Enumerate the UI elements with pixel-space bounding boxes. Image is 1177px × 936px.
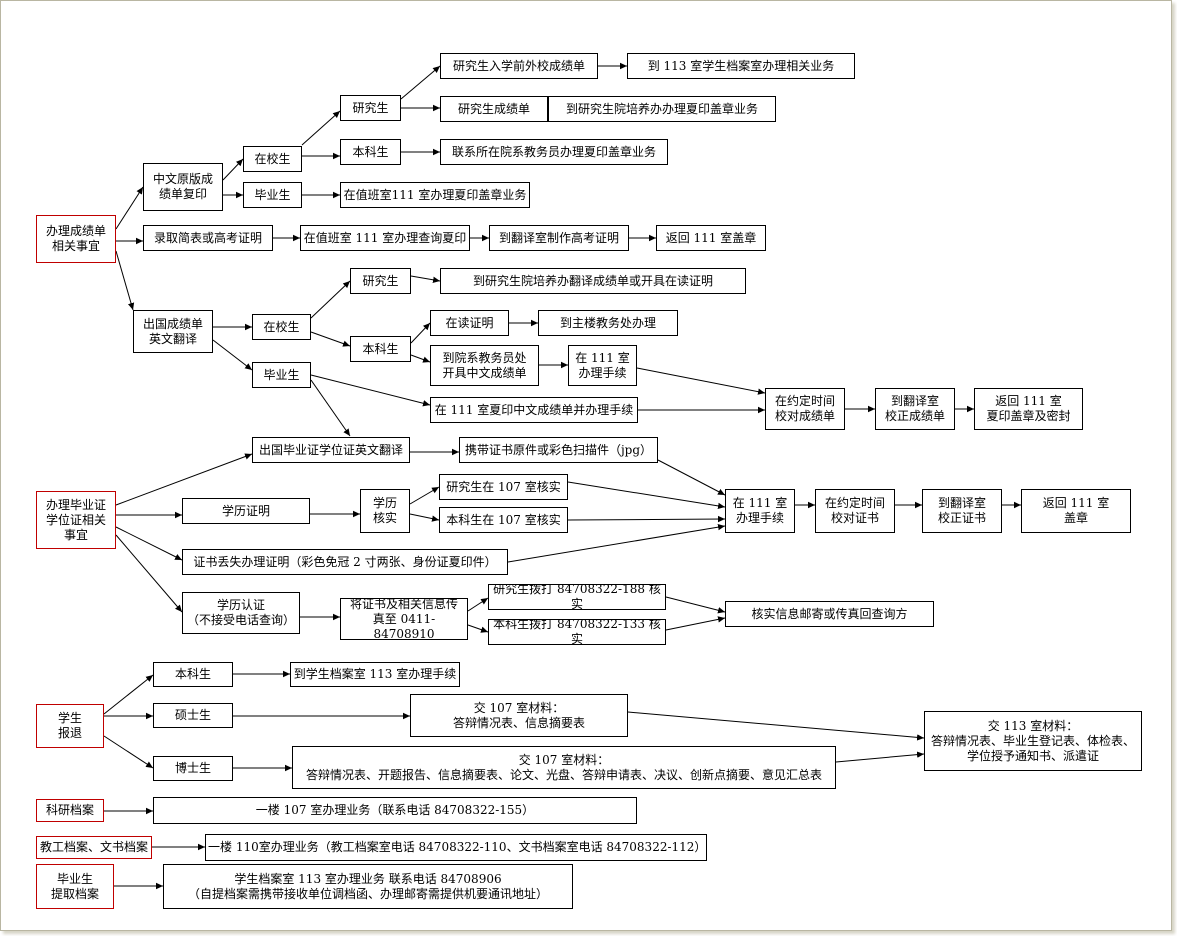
node-fax-info: 将证书及相关信息传 真至 0411-84708910 [340,598,468,640]
node-enrolled-1: 在校生 [243,146,302,172]
connector-arrow [115,186,144,230]
node-proofread-transcript: 在约定时间 校对成绩单 [765,388,845,430]
node-dept-admin-copy-stamp: 联系所在院系教务员办理夏印盖章业务 [440,139,668,165]
node-bring-original-scan: 携带证书原件或彩色扫描件（jpg） [459,437,658,463]
node-education-accreditation: 学历认证 （不接受电话查询） [182,592,300,634]
node-enrolled-2: 在校生 [252,314,311,340]
connector-arrow [410,354,431,363]
node-room111-process-a: 在 111 室 办理手续 [568,345,637,386]
node-doctor: 博士生 [153,756,233,781]
node-dept-chinese-transcript: 到院系教务员处 开具中文成绩单 [430,345,539,386]
node-return-111-stamp-cert: 返回 111 室 盖章 [1021,489,1131,533]
node-translation-gaokao: 到翻译室制作高考证明 [489,225,629,251]
connector-arrow [665,616,726,631]
connector-arrow [103,735,154,769]
node-undergrad-call: 本科生拨打 84708322-133 核实 [488,619,666,645]
node-staff-archive: 教工档案、文书档案 [36,836,152,859]
connector-arrow [410,322,431,344]
node-undergrad-1: 本科生 [340,139,401,165]
node-grad-school-translate: 到研究生院培养办翻译成绩单或开具在读证明 [440,268,746,294]
node-education-cert: 学历证明 [182,498,310,524]
node-room111-process-b: 在 111 室 办理手续 [725,489,795,533]
connector-arrow [507,523,726,563]
connector-arrow [409,486,440,505]
connector-arrow [310,374,431,407]
node-chinese-transcript-copy: 中文原版成 绩单复印 [143,163,223,211]
node-postgrad-transcript: 研究生成绩单 [440,96,548,122]
connector-arrow [115,534,183,613]
node-verify-reply: 核实信息邮寄或传真回查询方 [725,601,934,627]
connector-arrow [657,459,726,496]
connector-arrow [665,596,726,614]
node-enrollment-cert: 在读证明 [430,310,509,336]
connector-arrow [627,711,925,741]
node-translation-correct-cert: 到翻译室 校正证书 [922,489,1002,533]
node-postgrad-call: 研究生拨打 84708322-188 核实 [488,584,666,610]
node-lost-cert-proof: 证书丢失办理证明（彩色免冠 2 寸两张、身份证夏印件） [182,549,508,575]
node-submit-107-doctor: 交 107 室材料： 答辩情况表、开题报告、信息摘要表、论文、光盘、答辩申请表、… [292,746,836,789]
node-room113-archive: 到 113 室学生档案室办理相关业务 [627,53,855,79]
connector-arrow [567,515,726,523]
node-proofread-cert: 在约定时间 校对证书 [815,489,895,533]
node-duty-room-query: 在值班室 111 室办理查询夏印 [300,225,470,251]
connector-arrow [310,280,351,319]
connector-arrow [409,513,440,522]
node-abroad-transcript-translation: 出国成绩单 英文翻译 [133,310,213,353]
node-student-withdrawal: 学生 报退 [36,704,104,748]
node-return-111-stamp: 返回 111 室盖章 [656,225,766,251]
connector-arrow [103,674,154,715]
node-prior-school-transcript: 研究生入学前外校成绩单 [440,53,598,79]
connector-arrow [115,526,183,561]
node-staff-archive-info: 一楼 110室办理业务（教工档案室电话 84708322-110、文书档案室电话… [205,834,707,861]
connector-arrow [400,65,441,100]
node-grade-affairs: 办理成绩单 相关事宜 [36,215,116,263]
node-submit-107-master: 交 107 室材料： 答辩情况表、信息摘要表 [410,694,628,737]
node-graduate-1: 毕业生 [243,182,302,208]
connector-arrow [567,481,726,510]
connector-arrow [310,331,351,347]
connector-arrow [310,379,351,437]
node-postgrad-1: 研究生 [340,95,401,121]
node-diploma-translation: 出国毕业证学位证英文翻译 [252,437,410,463]
node-admission-record: 录取简表或高考证明 [143,225,273,251]
node-undergrad-2: 本科生 [350,336,411,362]
node-grad-school-copy-stamp: 到研究生院培养办办理夏印盖章业务 [548,96,776,122]
node-return-111-seal: 返回 111 室 夏印盖章及密封 [974,388,1083,430]
node-postgrad-verify-107: 研究生在 107 室核实 [439,474,568,500]
connector-arrow [301,110,341,146]
node-duty-room-copy-stamp: 在值班室111 室办理夏印盖章业务 [340,182,530,208]
node-master: 硕士生 [153,703,233,728]
connector-arrow [222,158,244,181]
node-main-building-office: 到主楼教务处办理 [538,310,678,336]
connector-arrow [467,597,489,612]
node-postgrad-2: 研究生 [350,268,411,294]
connector-arrow [115,250,135,311]
node-graduate-2: 毕业生 [252,362,311,388]
connector-arrow [212,339,253,371]
node-room111-copy-transcript: 在 111 室夏印中文成绩单并办理手续 [430,397,638,423]
node-submit-113: 交 113 室材料： 答辩情况表、毕业生登记表、体检表、 学位授予通知书、派遣证 [924,711,1142,771]
connector-arrow [115,453,253,506]
node-undergrad-3: 本科生 [153,662,233,687]
node-undergrad-verify-107: 本科生在 107 室核实 [439,507,568,533]
node-research-archive-info: 一楼 107 室办理业务（联系电话 84708322-155） [153,797,637,824]
node-archive-room-113: 到学生档案室 113 室办理手续 [290,662,460,687]
connector-arrow [467,624,489,633]
node-education-verify: 学历 核实 [360,489,410,533]
connector-arrow [636,367,766,395]
node-diploma-affairs: 办理毕业证 学位证相关 事宜 [36,491,116,549]
node-graduate-archive-info: 学生档案室 113 室办理业务 联系电话 84708906 （自提档案需携带接收… [163,864,573,909]
node-graduate-archive: 毕业生 提取档案 [36,864,114,909]
connector-arrow [835,751,925,763]
connector-arrow [410,275,441,283]
node-translation-correct-transcript: 到翻译室 校正成绩单 [875,388,955,430]
node-research-archive: 科研档案 [36,799,104,822]
